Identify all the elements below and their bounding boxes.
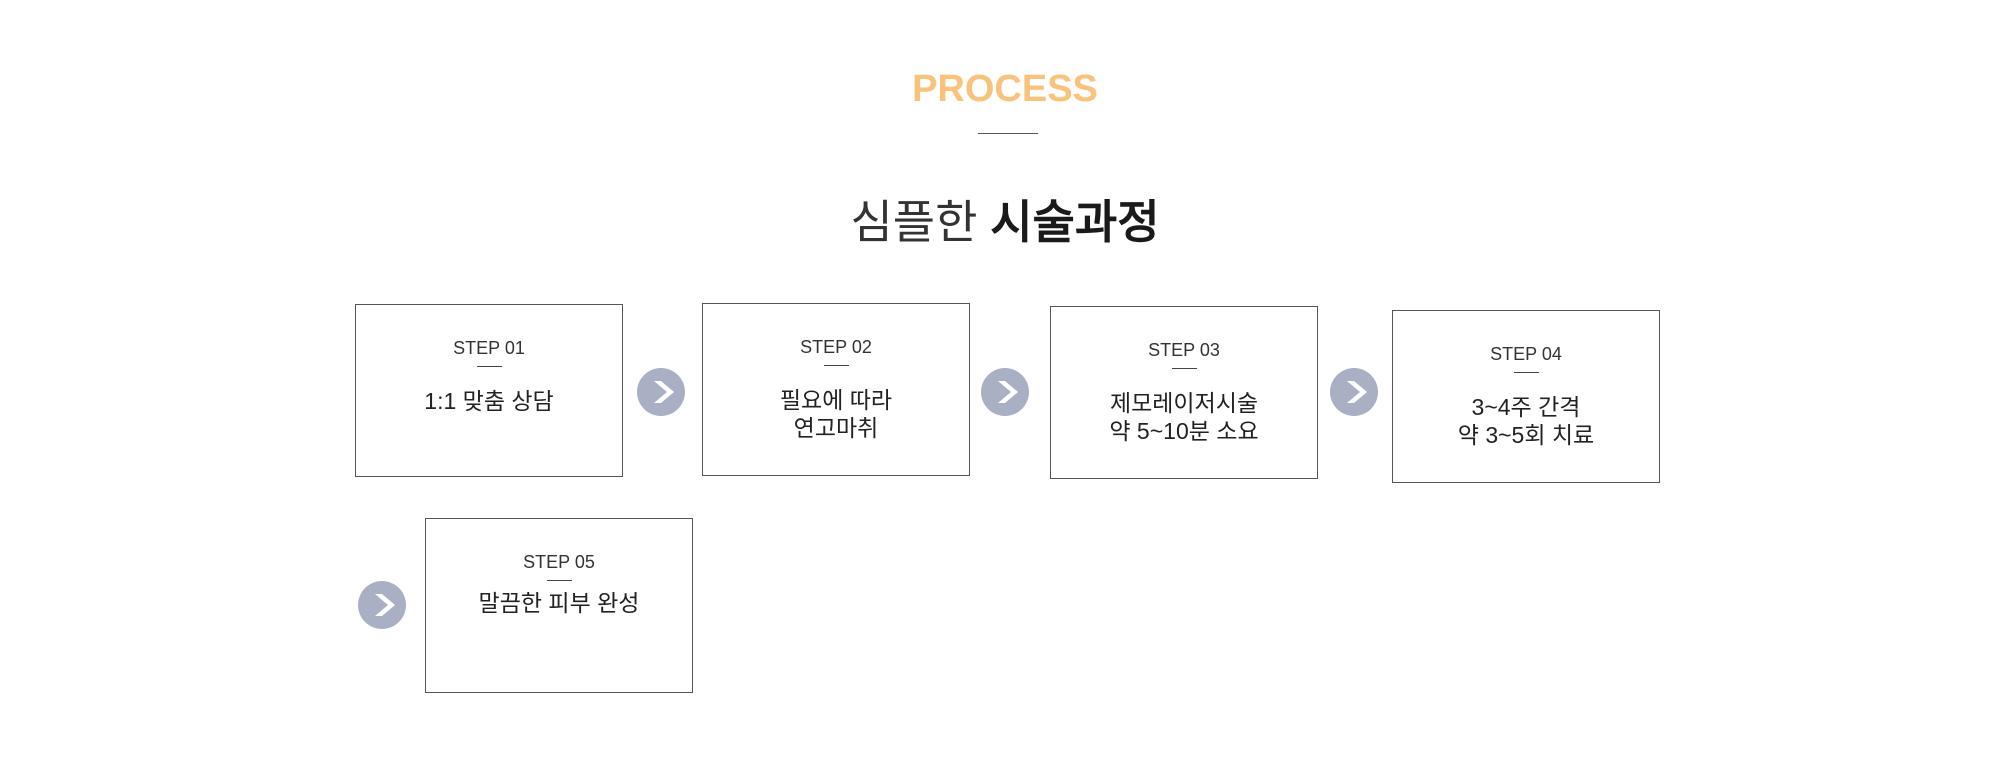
headline-light: 심플한 (850, 196, 978, 248)
step-description: 3~4주 간격 약 3~5회 치료 (1457, 394, 1595, 448)
chevron-right-circle-icon (981, 368, 1029, 416)
step-divider (1514, 372, 1539, 373)
step-divider (824, 365, 849, 366)
step-description: 필요에 따라 연고마취 (779, 387, 893, 441)
step-card-02: STEP 02 필요에 따라 연고마취 (702, 303, 970, 476)
step-label: STEP 03 (1148, 340, 1220, 360)
step-card-01: STEP 01 1:1 맞춤 상담 (355, 304, 623, 477)
chevron-right-circle-icon (358, 581, 406, 629)
title-divider (978, 133, 1038, 134)
step-description: 제모레이저시술 약 5~10분 소요 (1109, 390, 1259, 444)
step-label: STEP 05 (523, 552, 595, 572)
section-label: PROCESS (912, 68, 1098, 110)
step-description: 말끔한 피부 완성 (478, 590, 640, 616)
chevron-right-circle-icon (1330, 368, 1378, 416)
step-divider (547, 580, 572, 581)
step-divider (1172, 368, 1197, 369)
step-label: STEP 01 (453, 338, 525, 358)
headline-bold: 시술과정 (990, 196, 1160, 248)
step-label: STEP 04 (1490, 344, 1562, 364)
step-divider (477, 366, 502, 367)
step-description: 1:1 맞춤 상담 (424, 388, 554, 414)
step-label: STEP 02 (800, 337, 872, 357)
chevron-right-circle-icon (637, 368, 685, 416)
step-card-05: STEP 05 말끔한 피부 완성 (425, 518, 693, 693)
step-card-03: STEP 03 제모레이저시술 약 5~10분 소요 (1050, 306, 1318, 479)
page-title: 심플한 시술과정 (0, 186, 2000, 252)
step-card-04: STEP 04 3~4주 간격 약 3~5회 치료 (1392, 310, 1660, 483)
